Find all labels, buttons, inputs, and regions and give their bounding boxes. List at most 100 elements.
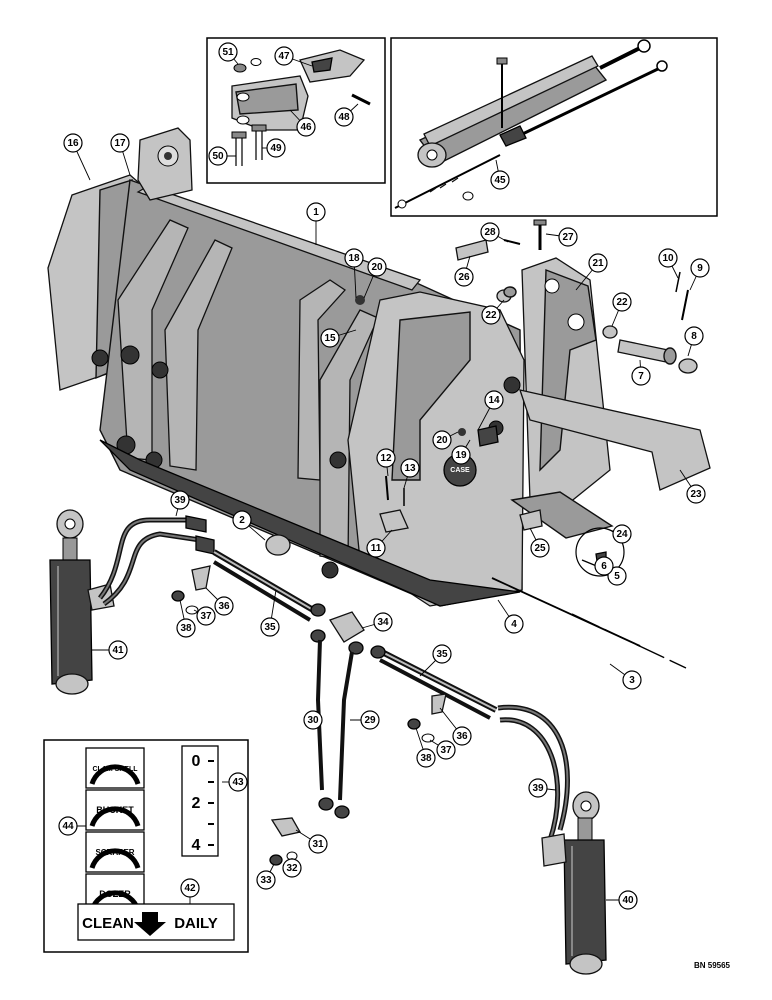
callout-p2: 2 (232, 510, 252, 530)
callout-p38b: 38 (416, 748, 436, 768)
callout-number: 20 (371, 262, 383, 273)
callout-ring (594, 556, 614, 576)
callout-p15: 15 (320, 328, 340, 348)
callout-number: 30 (307, 715, 319, 726)
callout-number: 28 (484, 227, 496, 238)
callout-number: 40 (622, 895, 634, 906)
callout-number: 34 (377, 617, 389, 628)
callout-p38a: 38 (176, 618, 196, 638)
callout-p18: 18 (344, 248, 364, 268)
callout-p42: 42 (180, 878, 200, 898)
callout-p43: 43 (228, 772, 248, 792)
callout-p22b: 22 (612, 292, 632, 312)
callout-ring (256, 870, 276, 890)
callout-number: 41 (112, 645, 124, 656)
callout-p46: 46 (296, 117, 316, 137)
callout-number: 10 (662, 253, 674, 264)
callout-p50: 50 (208, 146, 228, 166)
callout-number: 7 (638, 371, 644, 382)
callout-p16: 16 (63, 133, 83, 153)
callout-ring (484, 390, 504, 410)
callout-ring (612, 292, 632, 312)
callout-p34: 34 (373, 612, 393, 632)
callout-ring (528, 778, 548, 798)
callout-number: 36 (218, 601, 230, 612)
callout-ring (296, 117, 316, 137)
callout-p11: 11 (366, 538, 386, 558)
callout-ring (334, 107, 354, 127)
callout-ring (684, 326, 704, 346)
callout-ring (366, 538, 386, 558)
callout-p36b: 36 (452, 726, 472, 746)
clean-daily-decal: CLEAN DAILY (77, 903, 235, 941)
pins-and-bushings (265, 219, 698, 556)
callout-p17: 17 (110, 133, 130, 153)
callout-number: 31 (312, 839, 324, 850)
callout-number: 35 (264, 622, 276, 633)
callout-ring (481, 305, 501, 325)
decal-panel: CLAM SHELL BUCKET SCRAPER DOZER 0 2 4 (43, 739, 249, 953)
callout-p39b: 39 (528, 778, 548, 798)
callout-ring (208, 146, 228, 166)
callout-number: 16 (67, 138, 79, 149)
callout-ring (631, 366, 651, 386)
callout-p21: 21 (588, 253, 608, 273)
callout-p13: 13 (400, 458, 420, 478)
callout-number: 8 (691, 331, 697, 342)
callout-ring (214, 596, 234, 616)
callout-number: 24 (616, 529, 628, 540)
inset-box-cylinder (390, 37, 718, 217)
callout-number: 14 (488, 395, 500, 406)
callout-number: 38 (420, 753, 432, 764)
callout-number: 49 (270, 143, 282, 154)
callout-p48: 48 (334, 107, 354, 127)
callout-number: 3 (629, 675, 635, 686)
mode-decal-scraper: SCRAPER (85, 831, 145, 873)
callout-ring (58, 816, 78, 836)
callout-number: 47 (278, 51, 290, 62)
down-arrow-icon (134, 912, 166, 936)
callout-ring (588, 253, 608, 273)
callout-number: 43 (232, 777, 244, 788)
callout-p20a: 20 (367, 257, 387, 277)
callout-ring (360, 710, 380, 730)
inset-box-teeth (206, 37, 386, 184)
callout-number: 18 (348, 253, 360, 264)
callout-p5: 5 (607, 566, 627, 586)
callout-p37b: 37 (436, 740, 456, 760)
callout-number: 38 (180, 623, 192, 634)
callout-ring (110, 133, 130, 153)
callout-number: 37 (440, 745, 452, 756)
callout-p35b: 35 (432, 644, 452, 664)
callout-p40: 40 (618, 890, 638, 910)
callout-ring (176, 618, 196, 638)
callout-p10: 10 (658, 248, 678, 268)
mode-label-4: DOZER (99, 889, 131, 899)
callout-number: 35 (436, 649, 448, 660)
callout-ring (686, 484, 706, 504)
gauge-mark-4: 4 (192, 837, 201, 854)
callout-number: 22 (485, 310, 497, 321)
callout-p45: 45 (490, 170, 510, 190)
callout-ring (282, 858, 302, 878)
callout-number: 4 (511, 619, 517, 630)
callout-ring (690, 258, 710, 278)
callout-number: 27 (562, 232, 574, 243)
callout-ring (196, 606, 216, 626)
callout-ring (180, 878, 200, 898)
mode-label-2: BUCKET (96, 805, 134, 815)
callout-ring (274, 46, 294, 66)
callout-number: 15 (324, 333, 336, 344)
callout-p49: 49 (266, 138, 286, 158)
callout-ring (432, 644, 452, 664)
callout-ring (266, 138, 286, 158)
callout-number: 12 (380, 453, 392, 464)
callout-p32: 32 (282, 858, 302, 878)
callout-number: 26 (458, 272, 470, 283)
callout-number: 46 (300, 122, 312, 133)
callout-p39a: 39 (170, 490, 190, 510)
callout-p41: 41 (108, 640, 128, 660)
callout-number: 51 (222, 47, 234, 58)
callout-number: 44 (62, 821, 74, 832)
